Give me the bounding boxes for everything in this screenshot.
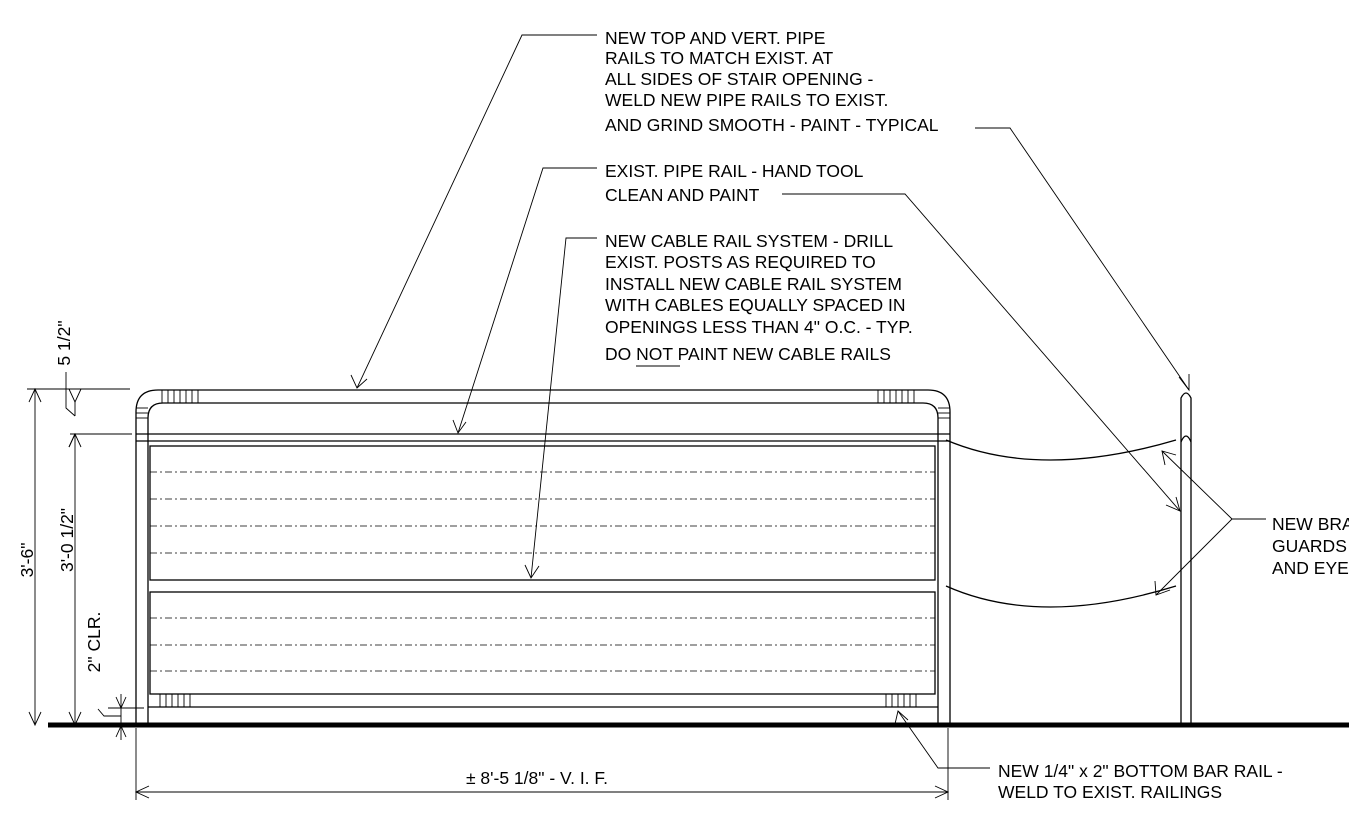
note-cable-rail-line-5: OPENINGS LESS THAN 4" O.C. - TYP.: [605, 317, 913, 337]
weld-hatch-bottom-left: [159, 694, 191, 707]
leader-bracket-lower: [1155, 518, 1233, 596]
note-top-rails-line-4: WELD NEW PIPE RAILS TO EXIST.: [605, 90, 888, 110]
railing: [48, 389, 1349, 728]
note-exist-rail-line-2: CLEAN AND PAINT: [605, 185, 760, 205]
note-top-rails-line-1: NEW TOP AND VERT. PIPE: [605, 28, 825, 48]
note-brackets-line-3: AND EYE: [1272, 558, 1349, 578]
leader-lines: [356, 34, 1266, 769]
leader-exist-rail-post: [782, 193, 1181, 512]
arrowhead-cable-rail: [524, 564, 540, 579]
leader-top-rails-post: [975, 127, 1190, 391]
note-cable-rail-post: PAINT NEW CABLE RAILS: [673, 344, 891, 364]
lower-cable-panel: [149, 591, 936, 695]
note-top-rails: NEW TOP AND VERT. PIPE RAILS TO MATCH EX…: [605, 28, 939, 135]
note-bottom-bar: NEW 1/4" x 2" BOTTOM BAR RAIL - WELD TO …: [998, 761, 1283, 802]
dim-clearance-leader: [97, 708, 121, 717]
dimensions: 3'-6" 3'-0 1/2" 5 1/2" 2" CLR. ± 8'-5 1/…: [17, 320, 950, 800]
note-exist-rail: EXIST. PIPE RAIL - HAND TOOL CLEAN AND P…: [605, 161, 864, 205]
note-top-rails-line-2: RAILS TO MATCH EXIST. AT: [605, 48, 834, 68]
note-cable-rail-line-4: WITH CABLES EQUALLY SPACED IN: [605, 295, 906, 315]
leader-exist-rail: [457, 167, 597, 434]
note-cable-rail-line-3: INSTALL NEW CABLE RAIL SYSTEM: [605, 274, 902, 294]
note-cable-rail-underlined: NOT: [636, 344, 673, 364]
leader-bottom-bar: [897, 710, 990, 769]
dim-top-gap: 5 1/2": [54, 320, 74, 365]
note-bottom-bar-line-2: WELD TO EXIST. RAILINGS: [998, 782, 1222, 802]
note-cable-rail: NEW CABLE RAIL SYSTEM - DRILL EXIST. POS…: [605, 231, 913, 367]
dim-bottom-clearance: 2" CLR.: [84, 612, 104, 673]
top-pipe-rail-outer: [135, 389, 951, 724]
note-cable-rail-line-6: DO NOT PAINT NEW CABLE RAILS: [605, 344, 891, 364]
note-cable-rail-line-2: EXIST. POSTS AS REQUIRED TO: [605, 252, 876, 272]
leader-arrowheads: [350, 374, 1190, 725]
arrowhead-top-rails-post: [1178, 374, 1190, 392]
leader-cable-rail: [530, 237, 597, 579]
weld-hatch-top-right: [877, 390, 915, 403]
arrowhead-top-rails: [350, 374, 368, 389]
arrowhead-bracket-lower: [1154, 580, 1171, 596]
dim-overall-height: 3'-6": [17, 543, 37, 578]
weld-hatch-top-left: [161, 390, 199, 403]
weld-hatch-bottom-right: [885, 694, 917, 707]
note-brackets-line-1: NEW BRA: [1272, 514, 1349, 534]
arrowhead-exist-rail-post: [1165, 496, 1181, 512]
bracket-guard-lower: [945, 585, 1177, 608]
note-brackets: NEW BRA GUARDS AND EYE: [1272, 514, 1349, 578]
arrowhead-bracket-upper: [1161, 450, 1177, 466]
note-brackets-line-2: GUARDS: [1272, 536, 1347, 556]
dim-overall-width: ± 8'-5 1/8" - V. I. F.: [466, 768, 608, 788]
weld-hatch-corners: [136, 407, 950, 419]
leader-top-rails: [356, 34, 597, 389]
note-top-rails-line-5: AND GRIND SMOOTH - PAINT - TYPICAL: [605, 115, 939, 135]
bracket-guard-upper: [945, 439, 1177, 461]
note-cable-rail-line-1: NEW CABLE RAIL SYSTEM - DRILL: [605, 231, 893, 251]
note-top-rails-line-3: ALL SIDES OF STAIR OPENING -: [605, 69, 874, 89]
arrowhead-bottom-bar: [894, 710, 909, 725]
post-bracket-eye: [1180, 435, 1192, 443]
new-vertical-pipe-post: [1180, 392, 1192, 724]
dim-top-gap-leader: [65, 372, 76, 417]
note-cable-rail-pre: DO: [605, 344, 636, 364]
upper-cable-panel: [149, 445, 936, 581]
dim-rail-height: 3'-0 1/2": [57, 508, 77, 572]
top-pipe-rail-inner: [147, 402, 939, 724]
arrowhead-exist-rail: [452, 419, 467, 434]
note-bottom-bar-line-1: NEW 1/4" x 2" BOTTOM BAR RAIL -: [998, 761, 1283, 781]
note-exist-rail-line-1: EXIST. PIPE RAIL - HAND TOOL: [605, 161, 864, 181]
